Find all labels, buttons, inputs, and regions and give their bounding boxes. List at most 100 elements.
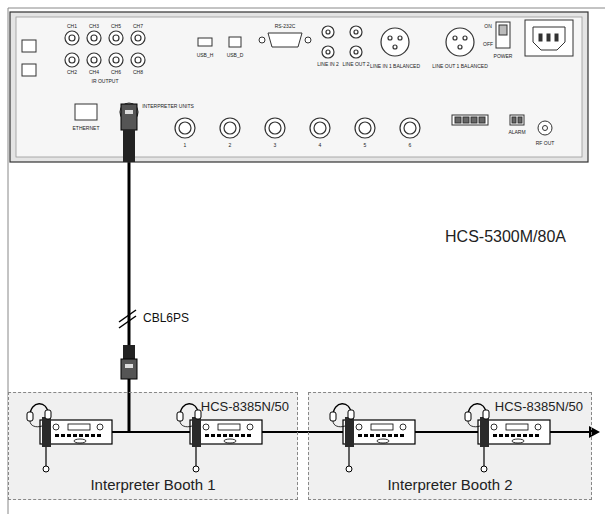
panel-label: ON [484, 23, 492, 29]
serial-port [259, 33, 311, 47]
rca-jack [322, 26, 334, 38]
cable-label: CBL6PS [141, 311, 191, 325]
usb-port [198, 37, 241, 47]
bnc-connector [87, 53, 101, 67]
bnc-connector [135, 35, 141, 41]
panel-label: 1 [184, 142, 187, 148]
terminal-block [510, 115, 524, 125]
unit-socket [224, 122, 236, 134]
bnc-connector [87, 31, 101, 45]
panel-label: CH1 [67, 23, 77, 29]
rca-jack [354, 30, 358, 34]
unit-socket [175, 118, 195, 138]
rca-jack [350, 46, 362, 58]
terminal-block [512, 117, 516, 123]
power-switch [496, 22, 510, 48]
usb-port [198, 38, 212, 46]
panel-label: 6 [409, 142, 412, 148]
unit-socket [400, 118, 420, 138]
bnc-connector [65, 31, 145, 67]
cable-plug [121, 104, 137, 162]
unit-socket [404, 122, 416, 134]
panel-label: 3 [274, 142, 277, 148]
panel-label: LINE IN 2 [317, 61, 339, 67]
panel-label: IR OUTPUT [92, 78, 119, 84]
power-switch [499, 25, 507, 35]
panel-label: CH6 [111, 69, 121, 75]
terminal-block [452, 115, 552, 135]
inline-connector [121, 345, 137, 379]
rca-jack [322, 26, 362, 58]
cable-plug [125, 110, 133, 114]
booth-ground [308, 392, 592, 500]
unit-socket [120, 103, 420, 138]
network-port [22, 64, 36, 76]
rear-panel [10, 12, 588, 162]
panel-label: POWER [494, 53, 513, 59]
panel-label: 5 [364, 142, 367, 148]
chain-cable [298, 431, 308, 433]
bnc-connector [91, 57, 97, 63]
booth-box: HCS-8385N/50Interpreter Booth 1 [8, 392, 298, 500]
panel-label: ETHERNET [73, 125, 100, 131]
rca-jack [350, 26, 362, 38]
bnc-connector [91, 35, 97, 41]
inline-connector [125, 364, 133, 368]
terminal-block [455, 117, 461, 123]
bnc-connector [135, 57, 141, 63]
network-port [22, 40, 36, 52]
figure-frame [8, 8, 605, 9]
panel-label: ALARM [508, 129, 525, 135]
device-name: HCS-5300M/80A [445, 228, 566, 246]
inline-connector [123, 345, 135, 359]
unit-socket [179, 122, 191, 134]
bnc-connector [109, 53, 123, 67]
unit-socket [314, 122, 326, 134]
unit-socket [220, 118, 240, 138]
interpreter-unit [330, 404, 415, 472]
panel-label: USB_D [227, 52, 244, 58]
rear-panel [10, 12, 588, 162]
power-socket [525, 20, 573, 56]
terminal-block [479, 117, 485, 123]
panel-label: CH5 [111, 23, 121, 29]
panel-label: INTERPRETER UNITS [142, 103, 194, 109]
usb-port [229, 37, 241, 47]
bnc-connector [113, 57, 119, 63]
serial-port [268, 33, 302, 47]
terminal-block [538, 121, 552, 135]
xlr-jack [398, 36, 402, 40]
bnc-connector [69, 35, 75, 41]
device-panel: HCS-5300M/80A [10, 12, 588, 162]
power-socket [555, 34, 558, 41]
power-socket [533, 27, 565, 50]
booth-ground [8, 392, 592, 500]
panel-label: CH3 [89, 23, 99, 29]
break-mark [119, 316, 136, 328]
figure-frame [8, 8, 605, 514]
panel-label: 2 [229, 142, 232, 148]
bnc-connector [65, 31, 79, 45]
arrow-head [589, 426, 600, 438]
interpreter-unit [27, 404, 112, 472]
cable-plug [123, 130, 135, 162]
rca-jack [326, 30, 330, 34]
break-mark [119, 310, 136, 328]
serial-port [259, 37, 265, 43]
power-socket [547, 34, 550, 41]
terminal-block [463, 117, 469, 123]
xlr-jack [446, 28, 474, 56]
unit-socket [265, 118, 285, 138]
panel-label: LINE OUT 2 [342, 61, 369, 67]
panel-label: CH2 [67, 69, 77, 75]
unit-socket [355, 118, 375, 138]
bnc-connector [65, 53, 79, 67]
serial-port [305, 37, 311, 43]
xlr-jack [388, 36, 392, 40]
unit-socket [269, 122, 281, 134]
bnc-connector [131, 53, 145, 67]
panel-label: LINE IN 1 BALANCED [370, 63, 420, 69]
terminal-block [452, 115, 488, 125]
